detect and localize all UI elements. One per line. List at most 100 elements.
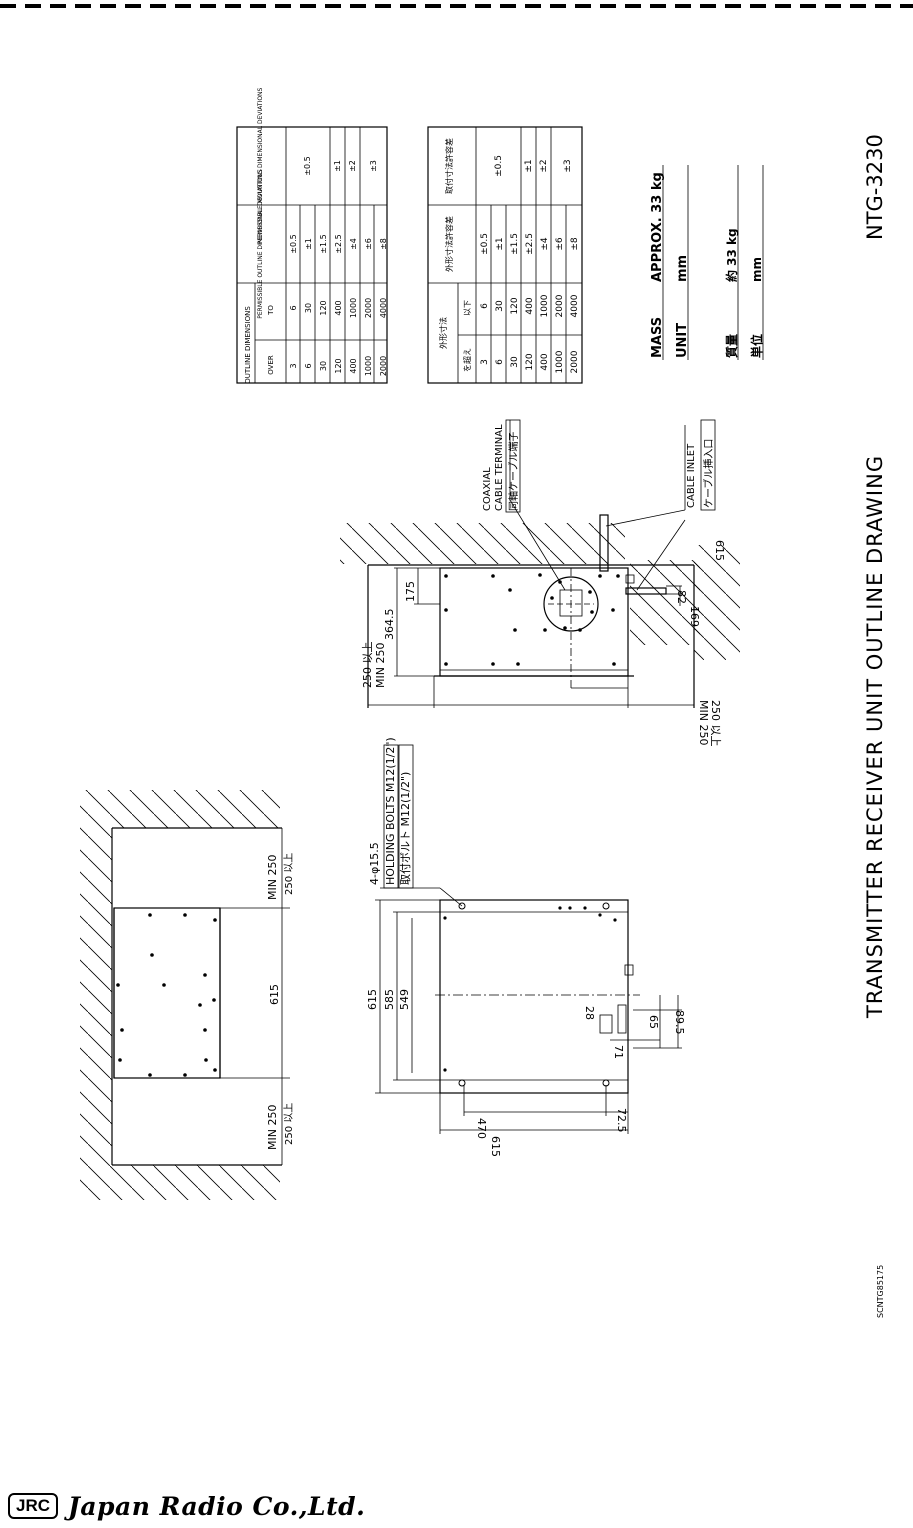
- tol-jp-header-outline: 外形寸法: [438, 317, 448, 349]
- side-bolt-dot-1: [444, 608, 448, 612]
- side-bolt-dot-7: [538, 573, 542, 577]
- top-dot-10: [148, 913, 152, 917]
- side-bolt-dot-8: [543, 628, 547, 632]
- side-dim-615: 615: [713, 540, 726, 561]
- model-number: NTG-3230: [863, 134, 887, 240]
- top-dot-13: [183, 1073, 187, 1077]
- bottom-dot-1: [443, 1068, 447, 1072]
- tol-en-header-mount-dev: PERMISSIBLE MOUNTING DIMENSIONAL DEVIATI…: [257, 87, 264, 244]
- tol-en-row-3-to: 400: [334, 300, 343, 315]
- top-view-dots: [116, 913, 217, 1077]
- bottom-bolts-jp: 取付ボルト M12(1/2"): [399, 772, 412, 885]
- tol-en-row-4-outline: ±4: [349, 238, 358, 250]
- top-clear-upper: MIN 250: [266, 855, 279, 900]
- tol-en-mount-2: ±2: [348, 160, 357, 172]
- bottom-view: 4-φ15.5 HOLDING BOLTS M12(1/2") 取付ボルト M1…: [366, 737, 686, 1157]
- tol-en-header-to: TO: [267, 305, 275, 316]
- tol-jp-mount-2: ±2: [539, 159, 549, 172]
- unit-value: mm: [675, 255, 690, 282]
- mount-hole-1: [458, 1079, 466, 1087]
- tol-en-header-outline: OUTLINE DIMENSIONS: [244, 306, 252, 384]
- tol-jp-row-0-over: 3: [480, 359, 490, 365]
- tol-jp-row-3-to: 400: [525, 297, 535, 314]
- tol-en-row-2-over: 30: [319, 361, 328, 371]
- side-bolt-dot-4: [491, 662, 495, 666]
- tol-jp-row-6-outline: ±8: [570, 237, 580, 251]
- cable-inlet-label-jp: ケーブル挿入口: [702, 439, 715, 508]
- top-dot-15: [213, 1068, 217, 1072]
- tol-en-row-2-outline: ±1.5: [319, 234, 328, 253]
- side-view-wall-bottom: [630, 560, 700, 645]
- side-bolt-dot-2: [444, 662, 448, 666]
- tol-en-row-1-over: 6: [304, 363, 313, 368]
- mount-hole-0: [458, 902, 466, 910]
- tol-jp-row-3-outline: ±2.5: [525, 233, 535, 255]
- tol-jp-header-mount-dev: 取付寸法許容差: [444, 138, 454, 194]
- side-bolt-dot-3: [491, 574, 495, 578]
- side-bolt-dot-5: [508, 588, 512, 592]
- tol-en-row-0-over: 3: [289, 363, 298, 368]
- side-bolt-dot-17: [612, 662, 616, 666]
- tol-jp-row-1-outline: ±1: [495, 237, 505, 250]
- mass-label: MASS: [650, 317, 665, 358]
- side-bolt-dot-9: [550, 596, 554, 600]
- side-clear-right-jp: 250 以上: [709, 700, 722, 747]
- tol-jp-row-3-over: 120: [525, 353, 535, 370]
- bottom-dim-615-v: 615: [366, 989, 379, 1010]
- coaxial-label-2: CABLE TERMINAL: [494, 424, 505, 511]
- side-clear-left-jp: 250 以上: [361, 642, 374, 689]
- tol-jp-row-5-outline: ±6: [555, 237, 565, 251]
- bottom-dim-71: 71: [612, 1045, 625, 1059]
- bottom-dot-5: [598, 913, 602, 917]
- top-dot-2: [203, 973, 207, 977]
- notes-block: MASS APPROX. 33 kg UNIT mm 質量 約 33 kg 単位…: [650, 165, 764, 360]
- tol-jp-row-1-over: 6: [495, 359, 505, 365]
- bottom-dim-585: 585: [383, 989, 396, 1010]
- tol-jp-row-2-to: 120: [510, 297, 520, 314]
- drawing-number: SCNTG85175: [876, 1265, 885, 1318]
- coaxial-label-1: COAXIAL: [482, 467, 493, 511]
- side-dim-169: 169: [688, 606, 701, 627]
- side-bolt-dot-12: [578, 628, 582, 632]
- bottom-view-unit-body: [439, 899, 629, 1094]
- side-bolt-dot-0: [444, 574, 448, 578]
- tol-jp-mount-0: ±0.5: [494, 155, 504, 177]
- bottom-dot-4: [583, 906, 587, 910]
- top-dim-615: 615: [268, 984, 281, 1005]
- tol-en-row-1-to: 30: [304, 303, 313, 313]
- tol-en-row-1-outline: ±1: [304, 238, 313, 250]
- top-view-wall-upper: [80, 790, 112, 1200]
- side-bolt-dot-15: [598, 574, 602, 578]
- bottom-dim-28: 28: [583, 1006, 596, 1020]
- tol-jp-row-4-to: 1000: [540, 294, 550, 317]
- top-dot-12: [148, 1073, 152, 1077]
- bottom-holes: 4-φ15.5: [368, 842, 381, 885]
- bottom-dim-549: 549: [398, 989, 411, 1010]
- top-view-unit-body: [113, 907, 221, 1079]
- cable-inlet-stub: [625, 587, 667, 595]
- drawing-title: TRANSMITTER RECEIVER UNIT OUTLINE DRAWIN…: [863, 455, 887, 1019]
- tol-jp-row-0-to: 6: [480, 303, 490, 309]
- bottom-dot-6: [613, 918, 617, 922]
- bottom-dot-3: [568, 906, 572, 910]
- side-view-unit-body: [439, 567, 629, 677]
- top-dot-0: [150, 953, 154, 957]
- top-dot-7: [118, 1058, 122, 1062]
- tol-jp-header-over: を超え: [462, 348, 472, 372]
- tol-jp-row-0-outline: ±0.5: [480, 233, 490, 255]
- tolerance-table-jp: 外形寸法 を超え 以下 外形寸法許容差 取付寸法許容差 36±0.5630±13…: [427, 126, 583, 384]
- coaxial-label-jp: 同軸ケーブル端子: [507, 432, 520, 511]
- tol-en-header-over: OVER: [267, 355, 275, 375]
- tol-jp-row-2-outline: ±1.5: [510, 233, 520, 255]
- top-view: MIN 250 250 以上 615 MIN 250 250 以上: [80, 790, 295, 1200]
- tol-jp-row-5-over: 1000: [555, 350, 565, 373]
- side-bolt-dot-19: [516, 662, 520, 666]
- top-dot-1: [162, 983, 166, 987]
- bottom-dim-65: 65: [647, 1015, 660, 1029]
- bottom-view-holes: [443, 902, 617, 1087]
- jrc-logo: JRC: [8, 1493, 59, 1519]
- side-dim-364-5: 364.5: [383, 609, 396, 641]
- bottom-dim-615-h: 615: [489, 1136, 502, 1157]
- tol-jp-row-2-over: 30: [510, 356, 520, 368]
